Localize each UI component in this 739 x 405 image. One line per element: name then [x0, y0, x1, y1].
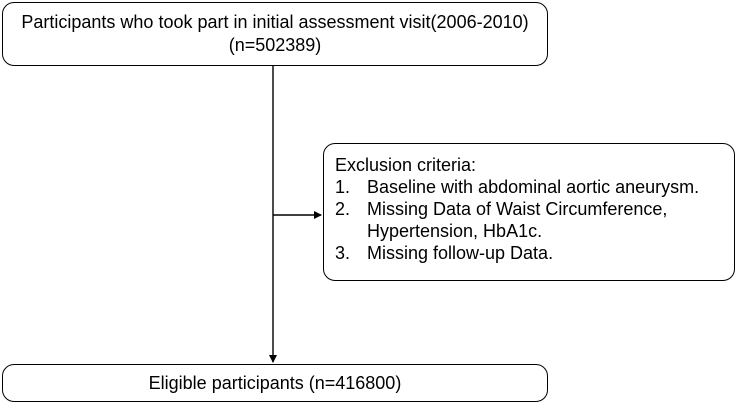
exclusion-criterion-number: 1.	[335, 177, 351, 197]
exclusion-criterion-text: Missing follow-up Data.	[367, 242, 553, 264]
initial-participants-count: (n=502389)	[228, 35, 322, 55]
exclusion-criterion-line: Hypertension, HbA1c.	[367, 221, 543, 241]
exclusion-criterion-text: Missing Data of Waist Circumference, Hyp…	[367, 198, 667, 242]
exclusion-criterion-text: Baseline with abdominal aortic aneurysm.	[367, 176, 699, 198]
initial-participants-box: Participants who took part in initial as…	[2, 2, 548, 66]
eligible-participants-box: Eligible participants (n=416800)	[2, 364, 548, 402]
exclusion-criterion-line: Missing Data of Waist Circumference,	[367, 199, 668, 219]
exclusion-criterion-item: 2. Missing Data of Waist Circumference, …	[335, 198, 722, 242]
exclusion-criteria-list: 1. Baseline with abdominal aortic aneury…	[335, 176, 722, 264]
exclusion-criterion-number: 3.	[335, 243, 351, 263]
exclusion-criteria-box: Exclusion criteria: 1. Baseline with abd…	[323, 143, 735, 281]
exclusion-criterion-number: 2.	[335, 199, 351, 219]
exclusion-criterion-item: 1. Baseline with abdominal aortic aneury…	[335, 176, 722, 198]
eligible-participants-label: Eligible participants (n=416800)	[148, 373, 402, 393]
exclusion-criterion-line: Baseline with abdominal aortic aneurysm.	[367, 177, 700, 197]
exclusion-criterion-line: Missing follow-up Data.	[367, 243, 554, 263]
exclusion-criterion-item: 3. Missing follow-up Data.	[335, 242, 722, 264]
initial-participants-label: Participants who took part in initial as…	[21, 12, 529, 32]
exclusion-criteria-title: Exclusion criteria:	[335, 155, 477, 175]
